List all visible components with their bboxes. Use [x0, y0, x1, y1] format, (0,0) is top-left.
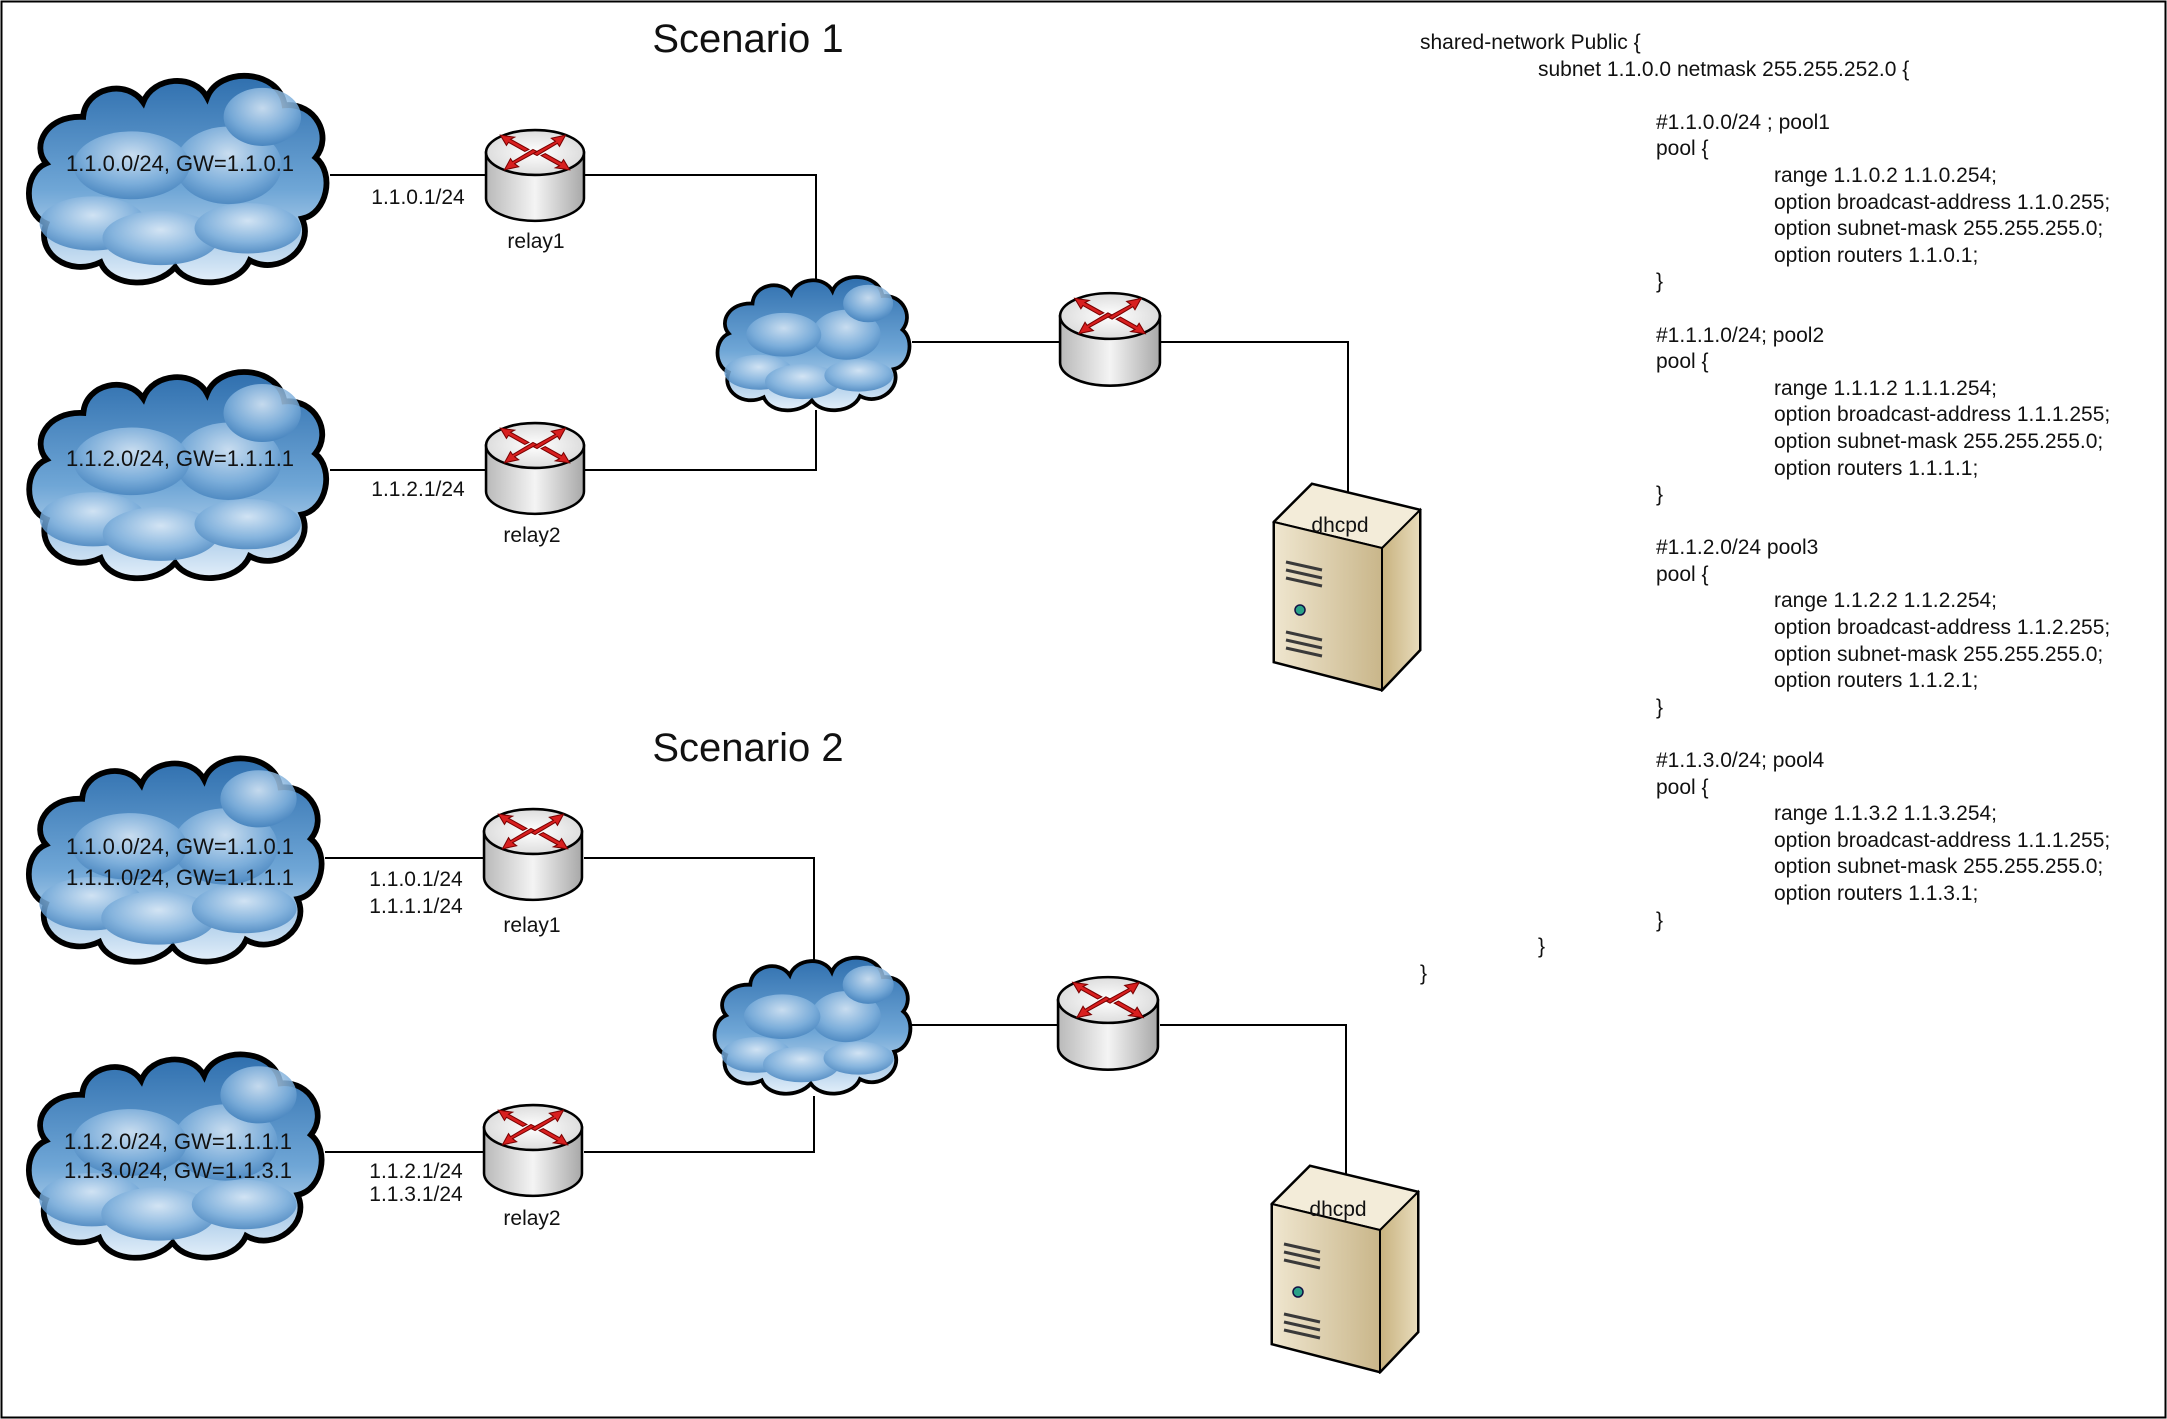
relay1-ip-label-b: 1.1.1.1/24 [369, 895, 463, 918]
config-line: range 1.1.2.2 1.1.2.254; [1774, 589, 1998, 613]
scenario-2: Scenario 2 1.1.0.0/24, GW=1.1.0.1 1.1.1.… [29, 726, 1420, 1374]
router-icon [484, 421, 586, 516]
config-line: shared-network Public { [1420, 31, 1641, 54]
cloud-icon [29, 758, 322, 961]
config-line: option broadcast-address 1.1.1.255; [1774, 828, 2111, 852]
server-name-label: dhcpd [1309, 1198, 1366, 1221]
config-line [1420, 83, 2110, 110]
config-line: subnet 1.1.0.0 netmask 255.255.252.0 { [1538, 57, 1910, 81]
config-line: } [1656, 483, 1664, 507]
cloud-icon [712, 955, 913, 1096]
config-line: option broadcast-address 1.1.1.255; [1774, 403, 2111, 427]
config-line: option routers 1.1.3.1; [1774, 882, 1979, 905]
config-line: option routers 1.1.0.1; [1774, 243, 1979, 267]
config-line: pool { [1656, 137, 1709, 161]
config-line: pool { [1656, 775, 1709, 799]
config-line: range 1.1.1.2 1.1.1.254; [1774, 376, 1998, 400]
dhcpd-config-text: shared-network Public { subnet 1.1.0.0 ne… [1420, 30, 2110, 987]
scenario-1-title: Scenario 1 [652, 17, 843, 61]
cloud1-subnet-label: 1.1.0.0/24, GW=1.1.0.1 [66, 151, 294, 176]
relay2-name-label: relay2 [503, 1207, 560, 1230]
scenario-2-links [325, 857, 1347, 1174]
config-line: option subnet-mask 255.255.255.0; [1774, 855, 2104, 879]
router-icon [1058, 291, 1162, 387]
router-icon [1056, 975, 1160, 1071]
router-icon [484, 128, 586, 223]
config-line: option broadcast-address 1.1.0.255; [1774, 190, 2111, 214]
scenario-1-links [330, 174, 1349, 492]
relay2-ip-label-a: 1.1.2.1/24 [369, 1160, 463, 1183]
config-line [1420, 296, 2110, 323]
config-line: option routers 1.1.1.1; [1774, 456, 1979, 480]
scenario-2-title: Scenario 2 [652, 726, 843, 770]
cloud2-subnet-label-b: 1.1.3.0/24, GW=1.1.3.1 [64, 1158, 292, 1183]
config-line: } [1420, 961, 1428, 985]
cloud2-subnet-label-a: 1.1.2.0/24, GW=1.1.1.1 [64, 1129, 292, 1154]
cloud2-subnet-label: 1.1.2.0/24, GW=1.1.1.1 [66, 446, 294, 471]
config-line: #1.1.1.0/24; pool2 [1656, 323, 1825, 347]
cloud-icon [715, 275, 912, 413]
config-line: } [1656, 695, 1664, 719]
config-line: #1.1.3.0/24; pool4 [1656, 749, 1825, 773]
router-icon [482, 1103, 584, 1198]
config-line: } [1656, 908, 1664, 932]
cloud-icon [29, 372, 326, 578]
config-line: option routers 1.1.2.1; [1774, 669, 1979, 693]
config-line [1420, 721, 2110, 748]
config-line: option subnet-mask 255.255.255.0; [1774, 642, 2104, 666]
cloud-icon [29, 1054, 322, 1257]
relay1-ip-label-a: 1.1.0.1/24 [369, 868, 463, 891]
relay2-name-label: relay2 [503, 524, 560, 547]
config-line: range 1.1.3.2 1.1.3.254; [1774, 802, 1998, 826]
relay1-ip-label: 1.1.0.1/24 [371, 186, 465, 209]
relay2-ip-label-b: 1.1.3.1/24 [369, 1183, 463, 1206]
scenario-1: Scenario 1 1.1.0.0/24, GW=1.1.0.1 1.1.2.… [29, 17, 1422, 692]
config-line: } [1656, 270, 1664, 294]
cloud1-subnet-label-b: 1.1.1.0/24, GW=1.1.1.1 [66, 865, 294, 890]
config-line: option subnet-mask 255.255.255.0; [1774, 217, 2104, 241]
config-line: pool { [1656, 350, 1709, 374]
cloud-icon [29, 76, 327, 283]
server-icon [1270, 1164, 1420, 1374]
config-line: range 1.1.0.2 1.1.0.254; [1774, 163, 1998, 187]
config-line: option subnet-mask 255.255.255.0; [1774, 429, 2104, 453]
relay2-ip-label: 1.1.2.1/24 [371, 478, 465, 501]
relay1-name-label: relay1 [507, 230, 564, 253]
relay1-name-label: relay1 [503, 914, 560, 937]
config-line: option broadcast-address 1.1.2.255; [1774, 616, 2111, 640]
config-line: #1.1.0.0/24 ; pool1 [1656, 110, 1830, 134]
router-icon [482, 807, 584, 902]
server-name-label: dhcpd [1311, 514, 1368, 537]
config-line: #1.1.2.0/24 pool3 [1656, 536, 1819, 560]
config-line: } [1538, 935, 1546, 959]
cloud1-subnet-label-a: 1.1.0.0/24, GW=1.1.0.1 [66, 834, 294, 859]
config-line [1420, 509, 2110, 536]
config-line: pool { [1656, 562, 1709, 586]
